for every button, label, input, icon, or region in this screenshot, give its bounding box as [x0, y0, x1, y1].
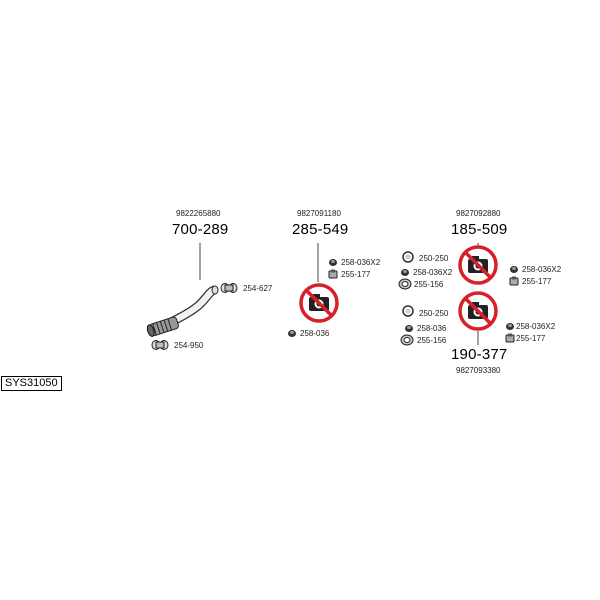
- part-number[interactable]: 255-177: [516, 334, 546, 343]
- clamp-icon: [151, 340, 169, 350]
- oem-number: 9827091180: [297, 209, 341, 218]
- hanger-icon: [328, 269, 338, 279]
- clamp-ring-icon: [402, 305, 414, 317]
- clamp-icon: [220, 283, 238, 293]
- part-number[interactable]: 255-177: [341, 270, 371, 279]
- rubber-mount-icon: [506, 323, 514, 330]
- system-code-box: SYS31050: [1, 376, 62, 391]
- part-number[interactable]: 254-627: [243, 284, 273, 293]
- main-part-number[interactable]: 190-377: [451, 346, 508, 363]
- no-image-icon: [299, 283, 339, 323]
- main-part-number[interactable]: 285-549: [292, 221, 349, 238]
- hanger-icon: [505, 333, 515, 343]
- part-number[interactable]: 258-036X2: [341, 258, 381, 267]
- front-pipe-drawing: [146, 285, 219, 337]
- part-number[interactable]: 250-250: [419, 309, 449, 318]
- rubber-mount-icon: [405, 325, 413, 332]
- part-number[interactable]: 255-156: [417, 336, 447, 345]
- oem-number: 9822265880: [176, 209, 221, 218]
- rubber-mount-icon: [401, 269, 409, 276]
- gasket-icon: [398, 278, 412, 290]
- part-number[interactable]: 258-036X2: [413, 268, 453, 277]
- hanger-icon: [509, 276, 519, 286]
- oem-number: 9827093380: [456, 366, 501, 375]
- part-number[interactable]: 258-036: [300, 329, 330, 338]
- part-number[interactable]: 258-036X2: [522, 265, 562, 274]
- main-part-number[interactable]: 700-289: [172, 221, 229, 238]
- oem-number: 9827092880: [456, 209, 501, 218]
- part-number[interactable]: 258-036X2: [516, 322, 556, 331]
- main-part-number[interactable]: 185-509: [451, 221, 508, 238]
- clamp-ring-icon: [402, 251, 414, 263]
- no-image-icon: [458, 245, 498, 285]
- rubber-mount-icon: [329, 259, 337, 266]
- part-number[interactable]: 254-950: [174, 341, 204, 350]
- rubber-mount-icon: [510, 266, 518, 273]
- no-image-icon: [458, 291, 498, 331]
- gasket-icon: [400, 334, 414, 346]
- part-number[interactable]: 250-250: [419, 254, 449, 263]
- rubber-mount-icon: [288, 330, 296, 337]
- part-number[interactable]: 255-177: [522, 277, 552, 286]
- part-number[interactable]: 258-036: [417, 324, 447, 333]
- part-number[interactable]: 255-156: [414, 280, 444, 289]
